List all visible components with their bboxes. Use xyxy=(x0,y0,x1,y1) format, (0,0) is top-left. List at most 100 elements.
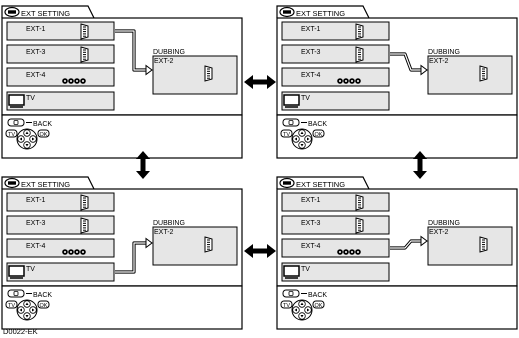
jack-center xyxy=(70,80,72,82)
double-arrow-horizontal-icon xyxy=(244,244,276,258)
jack-center xyxy=(357,80,359,82)
dpad-left-icon xyxy=(294,308,297,312)
remote-ok-label: OK xyxy=(315,303,323,309)
input-row-box xyxy=(281,44,390,64)
input-row-box xyxy=(6,67,115,87)
arrow-head xyxy=(420,64,428,76)
back-label: BACK xyxy=(308,121,327,128)
arrow-fill xyxy=(390,240,421,249)
tab-title: EXT SETTING xyxy=(21,9,70,18)
jack-center xyxy=(76,251,78,253)
jack-center xyxy=(339,80,341,82)
tv-row-label: TV xyxy=(301,95,310,102)
dubbing-title: DUBBING xyxy=(153,49,185,56)
input-row-ext-4: EXT-4 xyxy=(281,238,390,258)
input-row-tv: TV xyxy=(281,262,390,282)
dubbing-source: EXT-2 xyxy=(429,58,449,65)
return-symbol xyxy=(13,291,19,296)
tab-title: EXT SETTING xyxy=(296,180,345,189)
input-row-box xyxy=(6,21,115,41)
tv-icon xyxy=(283,94,300,108)
return-button-icon xyxy=(7,118,25,127)
scart-icon xyxy=(355,46,364,63)
av-jacks-icon xyxy=(337,78,361,84)
input-row-box xyxy=(281,238,390,258)
input-row-ext-1: EXT-1 xyxy=(6,21,115,41)
arrow-fill xyxy=(115,30,146,71)
plug-core xyxy=(283,181,291,185)
jack-center xyxy=(82,251,84,253)
tab-outline xyxy=(276,5,370,19)
ext-setting-icon xyxy=(4,177,20,189)
back-label: BACK xyxy=(33,121,52,128)
tab-title: EXT SETTING xyxy=(296,9,345,18)
tv-screen xyxy=(8,265,25,277)
remote-tv-label: TV xyxy=(8,303,15,309)
input-row-label: EXT-3 xyxy=(301,220,321,227)
selection-arrow-icon xyxy=(390,52,428,76)
jack-center xyxy=(351,251,353,253)
jack-center xyxy=(64,251,66,253)
selection-arrow-icon xyxy=(115,29,153,76)
jack-center xyxy=(357,251,359,253)
dubbing-box xyxy=(427,55,513,95)
selection-arrow-icon xyxy=(390,235,428,250)
dpad-right-icon xyxy=(307,308,310,312)
dpad-down-icon xyxy=(25,315,29,318)
remote-tv-button xyxy=(5,300,18,309)
dpad-left-icon xyxy=(19,137,22,141)
input-row-label: EXT-3 xyxy=(301,49,321,56)
tv-screen xyxy=(283,265,300,277)
input-row-tv: TV xyxy=(281,91,390,111)
scart-icon xyxy=(80,23,89,40)
remote-ok-label: OK xyxy=(315,132,323,138)
input-row-ext-3: EXT-3 xyxy=(281,44,390,64)
input-row-label: EXT-4 xyxy=(26,72,46,79)
figure-code: D0022-EK xyxy=(3,327,38,336)
dubbing-title: DUBBING xyxy=(153,220,185,227)
dubbing-title: DUBBING xyxy=(428,49,460,56)
ext-setting-icon xyxy=(279,177,295,189)
input-row-label: EXT-1 xyxy=(301,26,321,33)
av-jacks-icon xyxy=(62,249,86,255)
jack-center xyxy=(345,80,347,82)
tab-title: EXT SETTING xyxy=(21,180,70,189)
input-row-ext-4: EXT-4 xyxy=(281,67,390,87)
jack-center xyxy=(345,251,347,253)
remote-ok-button xyxy=(312,129,325,138)
ext-setting-icon xyxy=(4,6,20,18)
plug-core xyxy=(8,10,16,14)
remote-ok-button xyxy=(37,300,50,309)
dpad-up-icon xyxy=(25,302,29,305)
scart-icon xyxy=(355,194,364,211)
jack-center xyxy=(64,80,66,82)
dpad-up-icon xyxy=(300,131,304,134)
remote-tv-label: TV xyxy=(8,132,15,138)
dpad-ring xyxy=(291,299,313,321)
double-arrow-horizontal-icon xyxy=(244,75,276,89)
input-row-label: EXT-4 xyxy=(301,72,321,79)
dpad-ring xyxy=(16,128,38,150)
arrow-head xyxy=(420,235,428,247)
scart-icon xyxy=(204,236,213,253)
scart-icon xyxy=(479,236,488,253)
scart-icon xyxy=(80,217,89,234)
remote-buttons: BACK TV OK xyxy=(280,118,327,150)
plug-core xyxy=(283,10,291,14)
panel-1: EXT SETTINGEXT-1EXT-3EXT-4TVDUBBINGEXT-2… xyxy=(1,5,243,159)
tv-row-box xyxy=(6,262,115,282)
tv-row-label: TV xyxy=(26,266,35,273)
input-row-box xyxy=(281,215,390,235)
return-button-icon xyxy=(282,118,300,127)
jack-center xyxy=(70,251,72,253)
remote-tv-label: TV xyxy=(283,132,290,138)
input-row-box xyxy=(281,21,390,41)
input-row-tv: TV xyxy=(6,91,115,111)
dubbing-box xyxy=(427,226,513,266)
input-row-label: EXT-1 xyxy=(301,197,321,204)
scart-icon xyxy=(204,65,213,82)
input-row-ext-3: EXT-3 xyxy=(281,215,390,235)
dubbing-title: DUBBING xyxy=(428,220,460,227)
